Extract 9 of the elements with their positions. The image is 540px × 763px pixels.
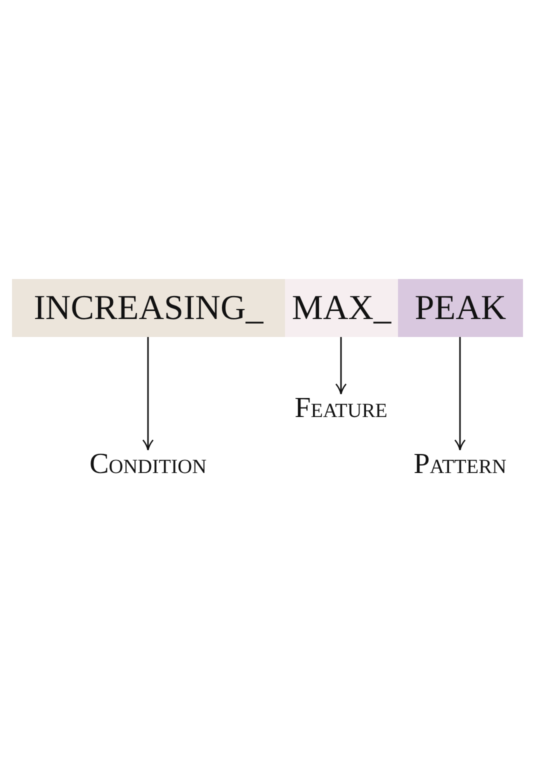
code-text: PEAK [414, 288, 506, 328]
highlight-segment [398, 279, 523, 337]
highlight-segment [285, 279, 398, 337]
code-text: MAX_ [292, 288, 392, 328]
category-label: Feature [294, 394, 388, 423]
category-label: Pattern [414, 450, 506, 479]
category-label: Condition [89, 450, 207, 479]
code-text: INCREASING_ [34, 288, 264, 328]
highlight-segment [12, 279, 285, 337]
